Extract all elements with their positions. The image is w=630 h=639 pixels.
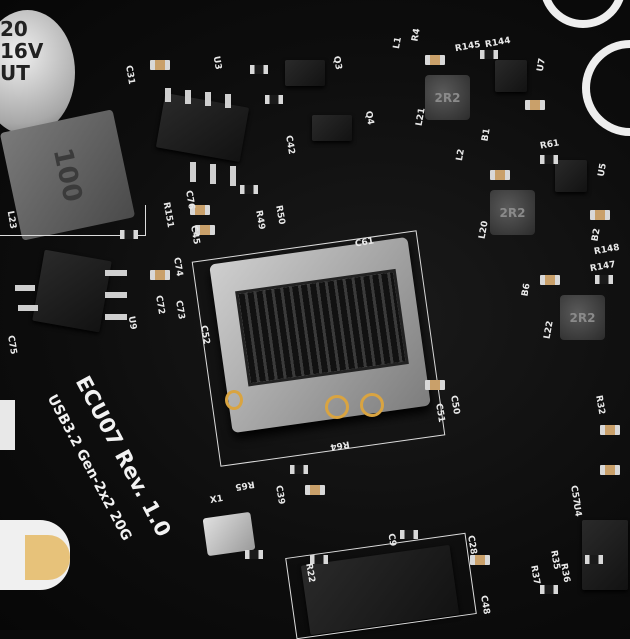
resistor: [265, 95, 283, 104]
resistor: [540, 155, 558, 164]
inductor-l20: 2R2: [490, 190, 535, 235]
silk-label: L2: [455, 148, 467, 162]
capacitor: [600, 425, 620, 435]
resistor: [585, 555, 603, 564]
resistor: [400, 530, 418, 539]
silk-label: L1: [392, 36, 404, 50]
resistor: [540, 585, 558, 594]
capacitor-text: UT: [0, 61, 30, 85]
chip-pin: [230, 166, 236, 186]
capacitor-text: 20: [0, 17, 28, 41]
inductor-l22: 2R2: [560, 295, 605, 340]
chip-pin: [18, 305, 38, 311]
connector-gold-pin: [225, 390, 243, 410]
inductor-marking: 2R2: [499, 205, 526, 220]
silk-label: Q3: [330, 55, 344, 71]
connector-gold-pin: [325, 395, 349, 419]
chip-pin: [165, 88, 171, 102]
capacitor: [590, 210, 610, 220]
resistor: [310, 555, 328, 564]
capacitor: [600, 465, 620, 475]
resistor: [245, 550, 263, 559]
chip-pin: [15, 285, 35, 291]
silk-outline: [0, 205, 146, 236]
capacitor-marking: 20 16V UT: [0, 18, 43, 84]
resistor: [595, 275, 613, 284]
chip-u9: [32, 249, 112, 333]
resistor: [290, 465, 308, 474]
chip-pin: [210, 164, 216, 184]
resistor: [120, 230, 138, 239]
inductor-l21: 2R2: [425, 75, 470, 120]
connector-gold-pin: [360, 393, 384, 417]
silk-label: U3: [210, 55, 223, 71]
inductor-marking: 2R2: [569, 310, 596, 325]
capacitor: [525, 100, 545, 110]
chip-pin: [225, 94, 231, 108]
usb-connector: [209, 236, 431, 434]
chip-pin: [185, 90, 191, 104]
connector-slot: [235, 268, 409, 387]
capacitor: [305, 485, 325, 495]
silk-label: U4: [570, 502, 583, 518]
capacitor: [195, 225, 215, 235]
capacitor: [150, 270, 170, 280]
resistor: [240, 185, 258, 194]
silk-label: C9: [385, 532, 398, 548]
edge-connector: [0, 400, 15, 450]
chip-u7: [495, 60, 527, 92]
capacitor: [425, 55, 445, 65]
chip-pin: [105, 292, 127, 298]
chip-pin: [105, 314, 127, 320]
transistor-q4: [312, 115, 352, 141]
capacitor: [540, 275, 560, 285]
chip-u5: [555, 160, 587, 192]
inductor-marking: 100: [47, 145, 88, 205]
gold-contact: [25, 535, 70, 580]
resistor: [250, 65, 268, 74]
capacitor: [470, 555, 490, 565]
silk-label: Q4: [362, 110, 376, 126]
capacitor: [190, 205, 210, 215]
chip-pin: [105, 270, 127, 276]
transistor-q3: [285, 60, 325, 86]
resistor: [480, 50, 498, 59]
silk-label: U9: [125, 315, 138, 331]
chip-pin: [205, 92, 211, 106]
capacitor: [490, 170, 510, 180]
capacitor-text: 16V: [0, 39, 44, 63]
chip-pin: [190, 162, 196, 182]
electrolytic-capacitor: [0, 10, 75, 135]
capacitor: [150, 60, 170, 70]
inductor-marking: 2R2: [434, 90, 461, 105]
capacitor: [425, 380, 445, 390]
